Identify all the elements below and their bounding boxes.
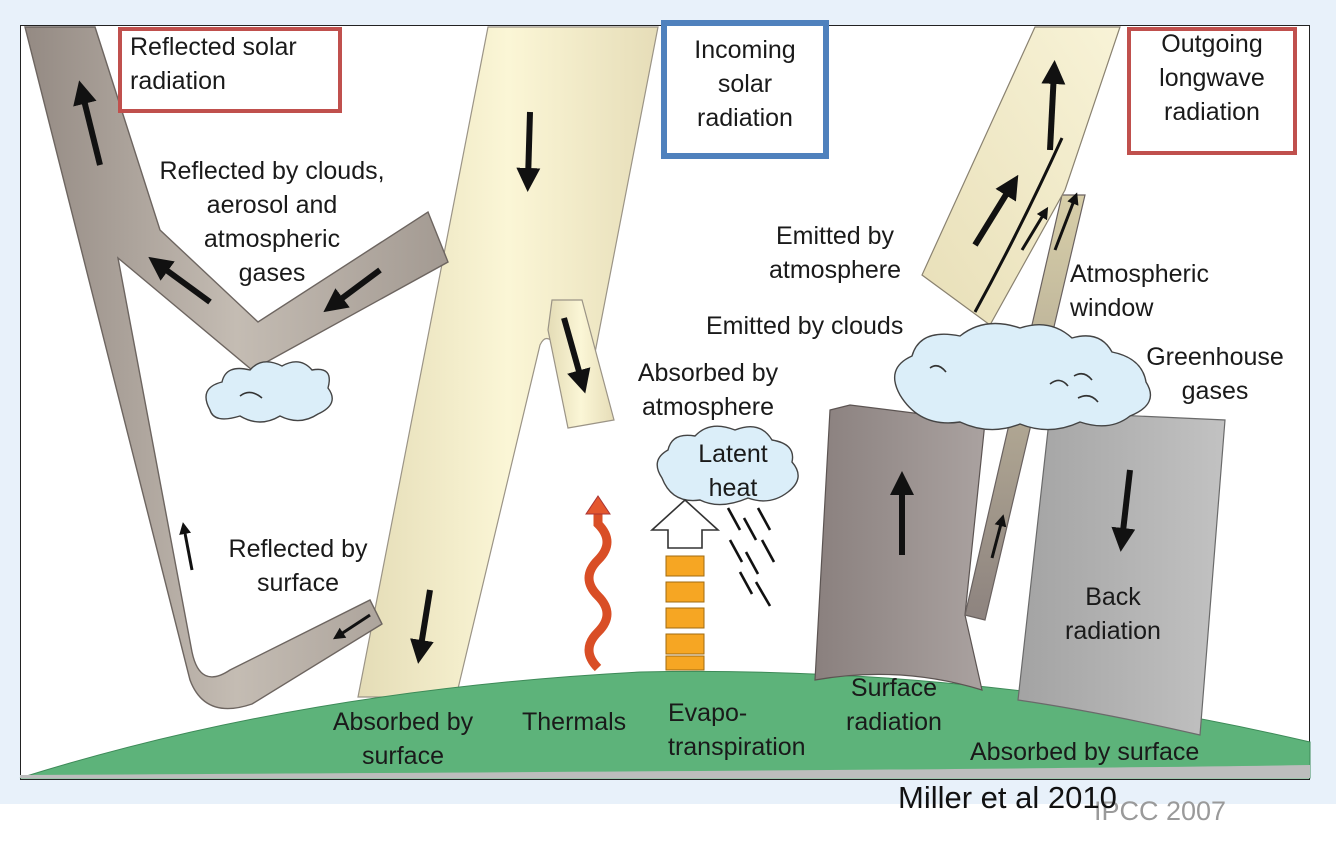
atmospheric-window-label: Atmospheric window [1070, 260, 1209, 322]
ipcc-credit: IPCC 2007 [1094, 796, 1227, 826]
outgoing-longwave-beam [921, 26, 1121, 326]
latent-heat-label: Latent heat [698, 440, 768, 502]
emitted-by-atmosphere-label: Emitted by atmosphere [768, 222, 902, 284]
absorbed-by-surface-left-label: Absorbed by surface [332, 708, 474, 770]
evapotranspiration-label: Evapo- transpiration [668, 699, 806, 761]
surface-radiation-label: Surface radiation [846, 674, 942, 736]
reflected-by-surface-label: Reflected by surface [228, 535, 368, 597]
greenhouse-gases-label: Greenhouse gases [1146, 343, 1284, 405]
absorbed-by-surface-right-label: Absorbed by surface [970, 738, 1200, 766]
emitted-by-clouds-label: Emitted by clouds [706, 312, 904, 340]
thermals-arrow-head [585, 495, 611, 515]
outgoing-longwave-radiation-box [1127, 27, 1297, 155]
thermals-arrow [584, 512, 612, 672]
incoming-solar-radiation-box [661, 20, 829, 159]
incoming-solar-beam [357, 26, 659, 698]
back-radiation-column [1017, 411, 1226, 736]
latent-heat-cloud [656, 425, 799, 506]
right-cloud [893, 322, 1152, 431]
incoming-solar-radiation-label: Incoming solar radiation [694, 36, 796, 132]
direction-arrows [73, 60, 1136, 664]
reflected-solar-beam [24, 26, 449, 710]
absorbed-atmosphere-branch [547, 299, 615, 429]
reflected-solar-radiation-box [118, 27, 342, 113]
reflected-by-clouds-label: Reflected by clouds, aerosol and atmosph… [159, 157, 385, 287]
reflected-solar-radiation-label: Reflected solar radiation [130, 33, 297, 95]
back-radiation-label: Back radiation [1065, 583, 1161, 645]
thermals-label: Thermals [522, 708, 627, 736]
left-cloud [205, 361, 333, 423]
cloud-marks [239, 364, 1099, 403]
miller-credit: Miller et al 2010 [898, 780, 1117, 815]
outgoing-longwave-radiation-label: Outgoing longwave radiation [1159, 30, 1265, 126]
atmosphere-emission-line [973, 137, 1064, 313]
evapotranspiration-arrow [649, 498, 721, 671]
thin-arrows [179, 192, 1079, 640]
absorbed-by-atmosphere-label: Absorbed by atmosphere [637, 359, 779, 421]
rain-streaks [726, 507, 776, 607]
earth-rim [20, 765, 1310, 778]
